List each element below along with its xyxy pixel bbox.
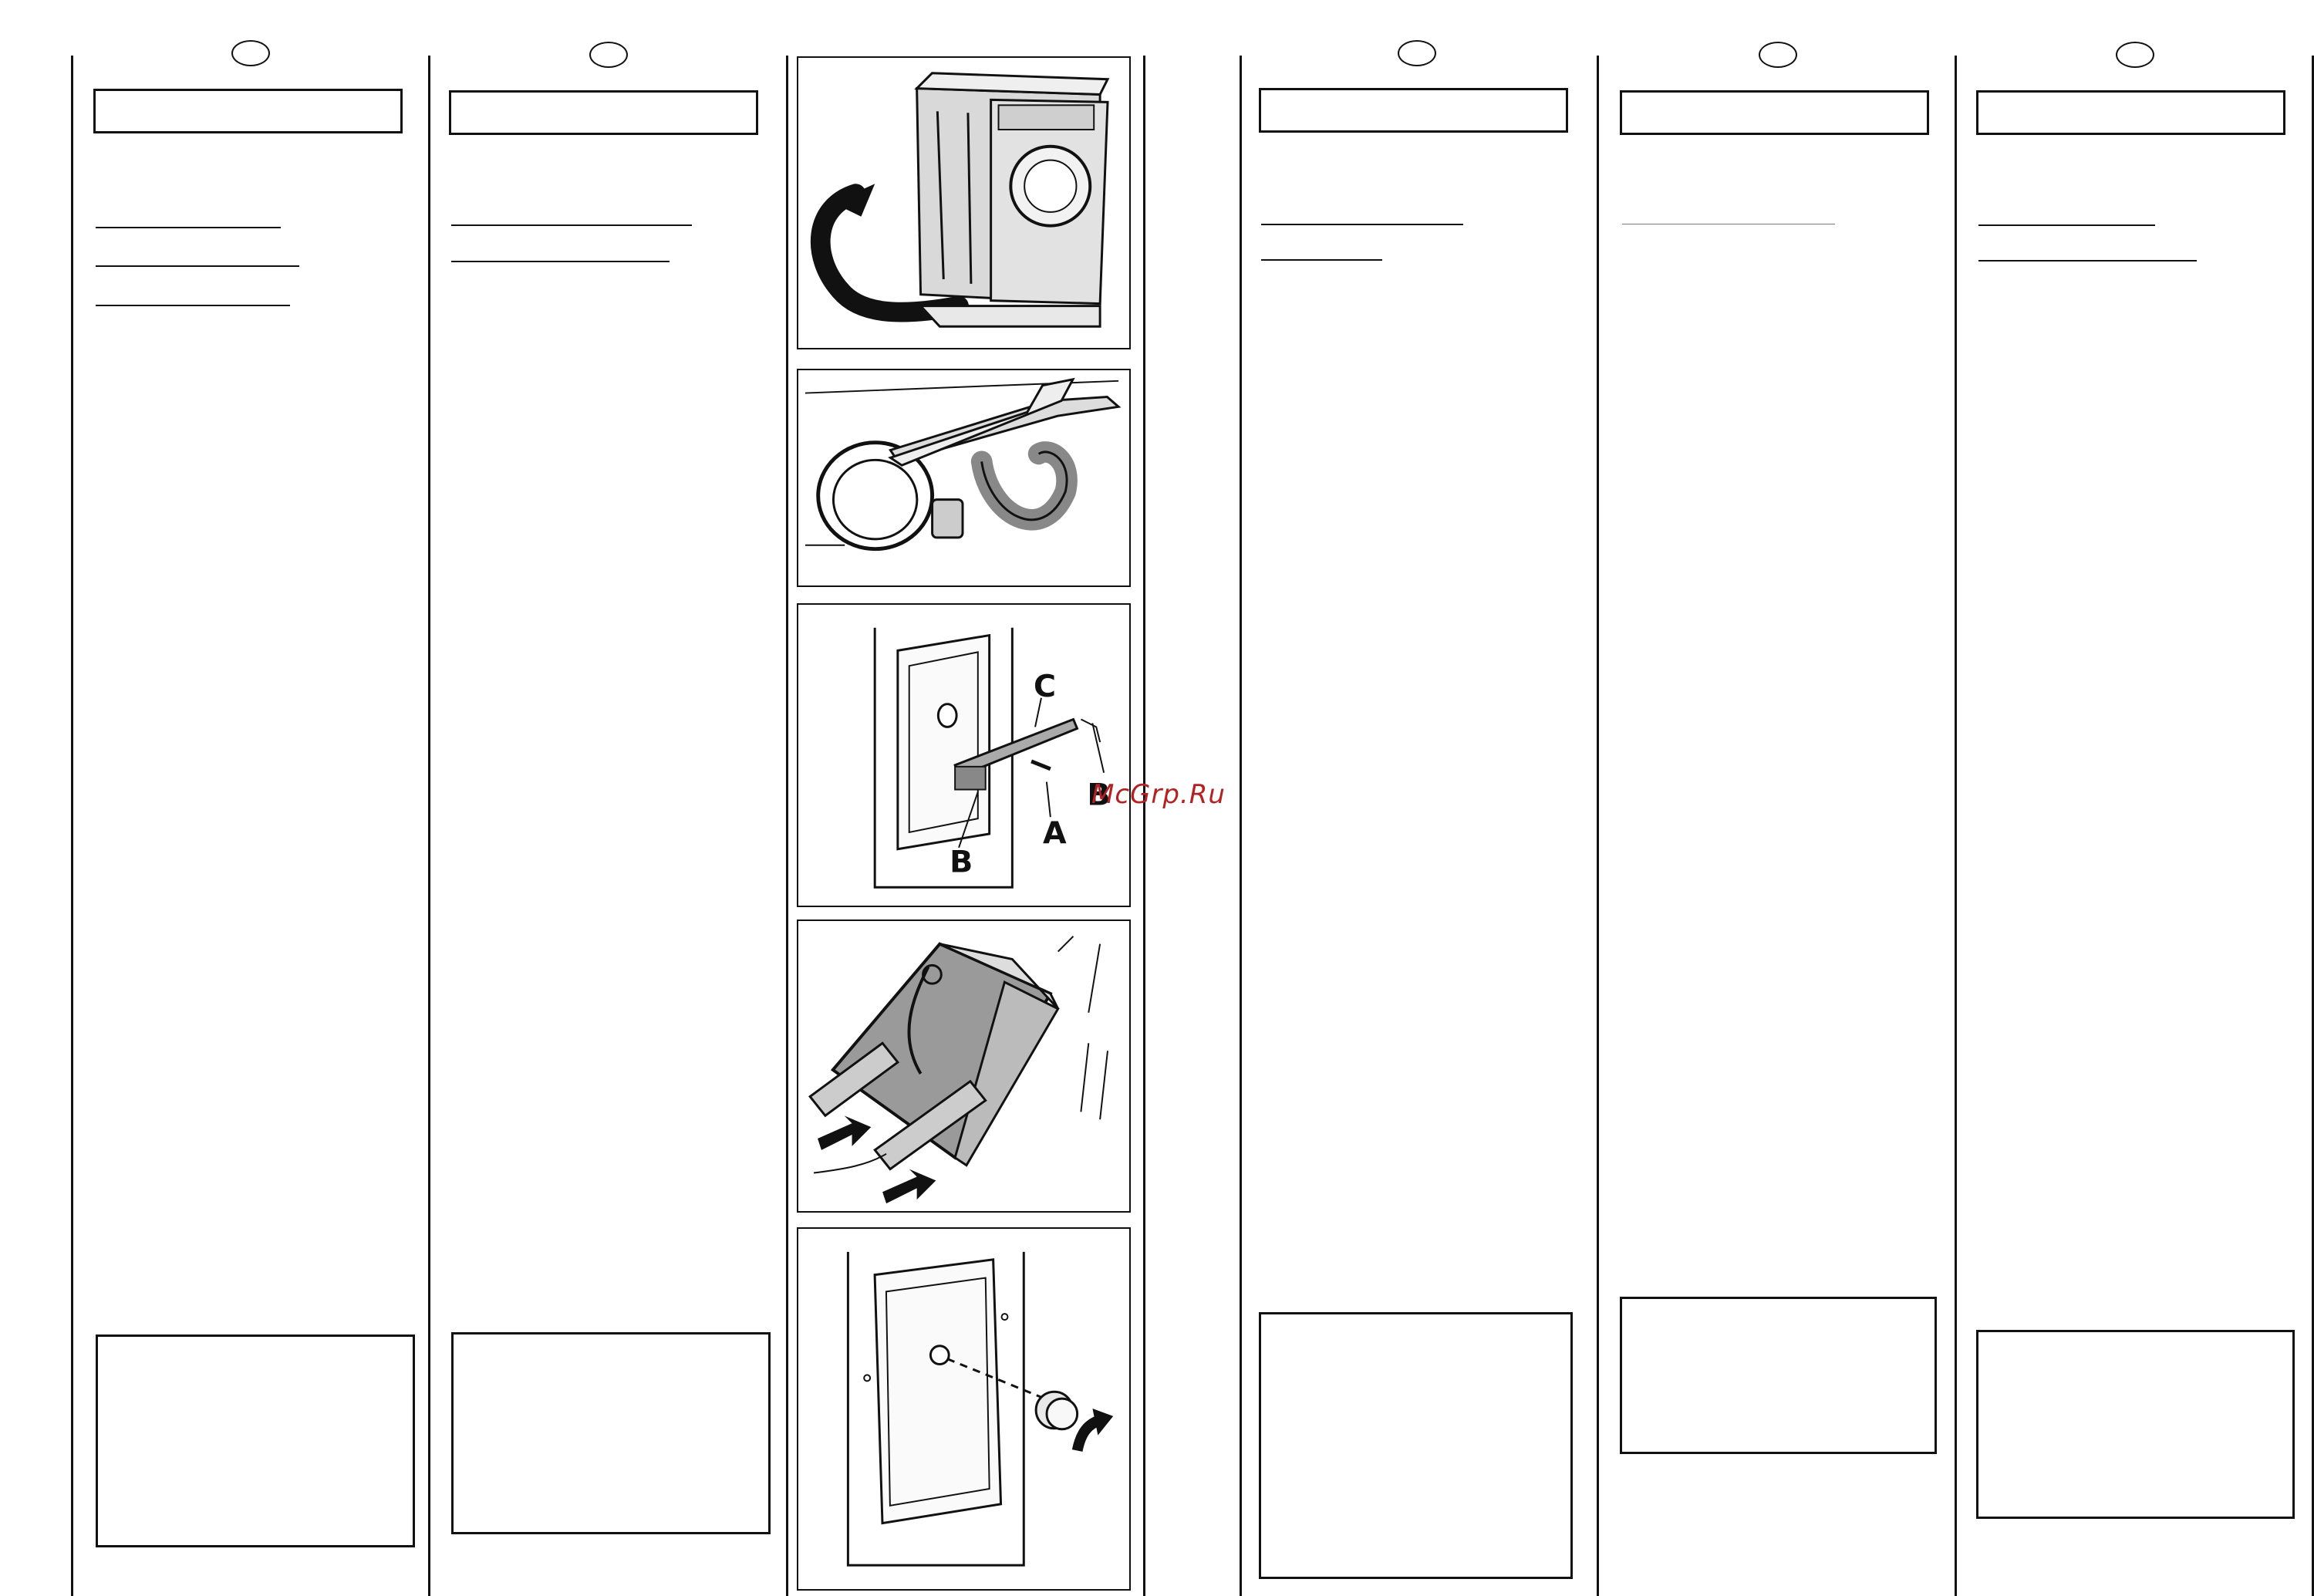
subheading-rule [96, 305, 290, 306]
tilted-machine-icon [808, 936, 1108, 1204]
section-header-box-3 [1259, 88, 1568, 133]
label-b-left: B [950, 844, 973, 879]
column-rule-6 [1597, 56, 1599, 1596]
figure-hose-removal [797, 369, 1131, 587]
column-rule-7 [1955, 56, 1957, 1596]
label-b-right: B [1087, 777, 1110, 812]
subheading-rule [96, 265, 299, 267]
plug-cap-icon [846, 1251, 1114, 1567]
pliers-hose-icon [805, 377, 1122, 552]
subheading-rule [1261, 259, 1382, 261]
washing-machine-icon [810, 72, 1110, 328]
language-oval-4 [1759, 42, 1797, 68]
language-oval-1 [231, 40, 270, 66]
column-rule-2 [428, 56, 430, 1596]
language-oval-3 [1398, 40, 1436, 66]
language-oval-2 [589, 42, 628, 68]
subheading-rule [1978, 224, 2155, 226]
section-header-box-5 [1976, 90, 2285, 135]
label-c: C [1034, 669, 1056, 704]
language-oval-5 [2116, 42, 2154, 68]
column-rule-4 [1143, 56, 1145, 1596]
subheading-rule [96, 227, 281, 228]
section-header-box-1 [93, 89, 403, 133]
figure-plug-cap [797, 1227, 1131, 1591]
subheading-rule [1261, 224, 1463, 225]
note-box-4 [1620, 1297, 1937, 1454]
figure-machine-removal [797, 56, 1131, 349]
note-box-5 [1976, 1330, 2295, 1519]
figure-tilted-machine [797, 919, 1131, 1213]
subheading-rule [451, 224, 692, 226]
figure-transit-bracket: C A B B [797, 603, 1131, 907]
subheading-rule [1978, 260, 2197, 262]
section-header-box-4 [1620, 90, 1929, 135]
section-header-box-2 [449, 90, 758, 135]
column-rule-5 [1240, 56, 1242, 1596]
column-rule-8 [2312, 56, 2314, 1596]
subheading-rule [451, 261, 670, 262]
note-box-1 [96, 1334, 415, 1547]
column-rule-1 [71, 56, 73, 1596]
column-rule-3 [786, 56, 788, 1596]
note-box-2 [451, 1332, 771, 1534]
note-box-3 [1259, 1312, 1573, 1579]
watermark: McGrp.Ru [1091, 779, 1226, 810]
transit-bracket-icon: C A B B [873, 627, 1111, 889]
label-a: A [1043, 815, 1067, 851]
